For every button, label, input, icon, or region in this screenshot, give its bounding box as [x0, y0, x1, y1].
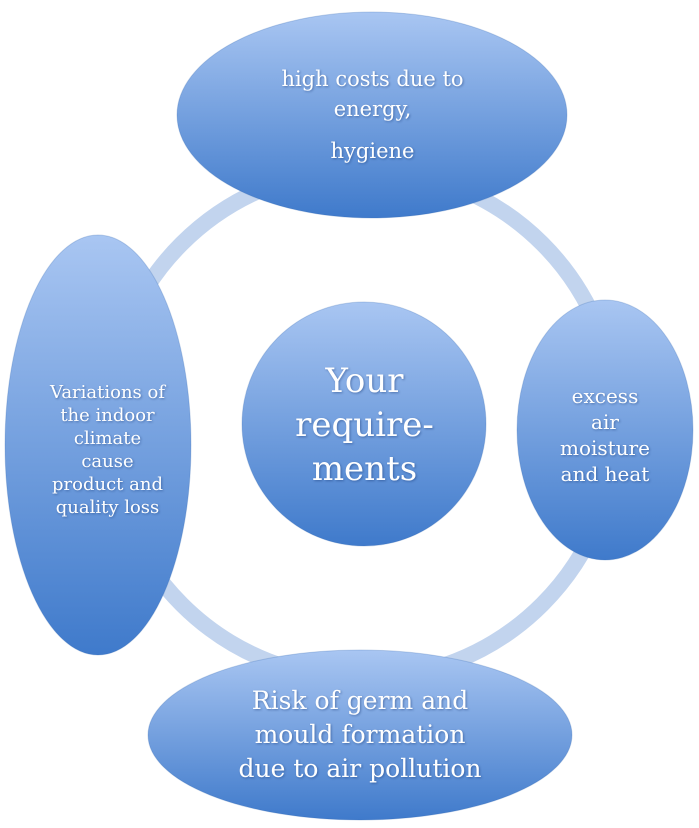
node-right-label: excess air moisture and heat [530, 360, 680, 510]
center-label: Your require- ments [262, 335, 467, 515]
center-line: require- [295, 405, 434, 445]
center-circle-shape [241, 301, 487, 547]
node-top-line: energy, [333, 97, 412, 121]
node-left-line: cause [81, 451, 134, 472]
node-bottom-line: Risk of germ and [251, 686, 469, 715]
node-top-label: high costs due to energy, hygiene [220, 50, 525, 180]
node-right-line: excess [571, 384, 639, 408]
node-bottom-label: Risk of germ and mould formation due to … [175, 675, 545, 795]
node-left-line: the indoor [60, 405, 155, 426]
node-left-label: Variations of the indoor climate cause p… [20, 360, 195, 540]
node-bottom-shape [147, 649, 573, 821]
node-right-line: moisture [560, 436, 650, 460]
node-top-extra: hygiene [330, 139, 415, 163]
center-line: ments [311, 449, 418, 489]
node-right-line: air [591, 410, 619, 434]
node-left-shape [4, 234, 192, 656]
node-left-line: Variations of [49, 382, 166, 403]
node-right-line: and heat [560, 462, 650, 486]
center-line: Your [325, 361, 404, 401]
node-top-line: high costs due to [281, 67, 464, 91]
node-bottom-line: due to air pollution [238, 754, 482, 783]
node-bottom-line: mould formation [254, 720, 466, 749]
node-right-shape [516, 299, 694, 561]
node-left-line: product and [52, 474, 163, 495]
node-left-line: climate [73, 428, 142, 449]
node-left-line: quality loss [55, 497, 160, 518]
node-top-shape [176, 11, 568, 219]
